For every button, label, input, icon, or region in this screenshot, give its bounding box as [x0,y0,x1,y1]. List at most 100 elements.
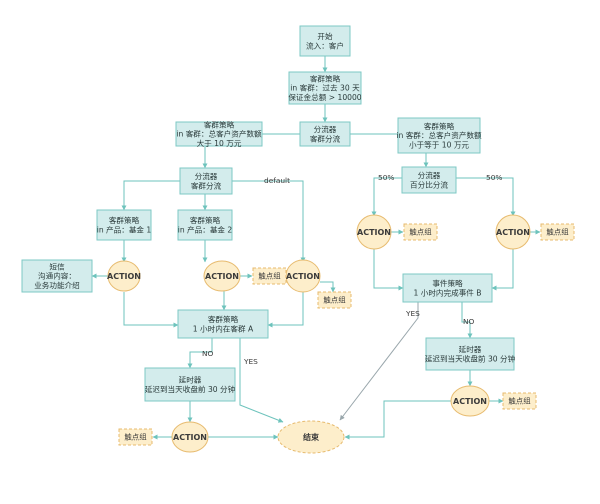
edge-fund1-action-to-event-a [123,292,179,328]
edge-action-pct-right-to-event-b [491,249,514,291]
edge-event-b-no [461,302,473,339]
action-fund1-circle [107,260,141,292]
start-line-2: 流入：客户 [306,40,344,50]
fund2-line-2: in 产品：基金 2 [178,224,233,234]
end-label: 结束 [303,432,320,442]
edge-action-delay-right-to-end [344,400,453,440]
action-fund1-label: ACTION [107,272,141,281]
segment-left-box [175,121,263,147]
action-pct-left-circle [356,214,392,250]
edge-label-yes-b: YES [405,309,420,318]
tag-pct-left[interactable]: 触点组 [403,223,438,241]
segment-left-line-1: 客群策略 [204,119,235,129]
event-b-line-2: 1 小时内完成事件 B [413,287,481,297]
tag-delay-left[interactable]: 触点组 [118,428,153,446]
edge-action-default-to-tag [320,281,336,293]
fund1-line-1: 客群策略 [109,215,140,225]
tag-fund2[interactable]: 触点组 [252,267,287,285]
action-delay-right-circle [450,385,490,417]
splitter-right-box [401,166,457,194]
fund2-line-1: 客群策略 [190,215,221,225]
action-delay-left-circle [171,421,209,453]
splitter-left-box [179,167,233,195]
segment-right-box [397,117,481,154]
edge-label-no-a: NO [202,349,214,358]
edge-label-default: default [264,176,290,185]
fund1-box [96,209,152,241]
tag-pct-right-box [540,223,575,241]
tag-delay-left-label: 触点组 [124,433,147,442]
tag-default-label: 触点组 [323,296,346,305]
splitter-right-line-2: 百分比分流 [410,179,448,189]
tag-pct-right[interactable]: 触点组 [540,223,575,241]
tag-default[interactable]: 触点组 [317,291,352,309]
action-delay-right-label: ACTION [453,397,487,406]
delay-left-box [144,367,236,402]
sms-line-1: 短信 [49,261,65,271]
action-pct-left-node[interactable]: ACTION [356,214,392,250]
action-fund1-node[interactable]: ACTION [107,260,141,292]
sms-line-3: 业务功能介绍 [34,280,80,290]
segment-main-box [288,71,362,105]
action-fund2-label: ACTION [205,272,239,281]
edge-label-pct-left: 50% [378,173,394,182]
sms-line-2: 沟通内容： [38,271,76,281]
event-a-line-1: 客群策略 [208,314,239,324]
action-pct-left-label: ACTION [357,228,391,237]
fund1-line-2: in 产品：基金 1 [97,224,152,234]
action-pct-right-circle [495,214,531,250]
edge-action-pct-left-to-event-b [373,249,404,291]
action-pct-right-node[interactable]: ACTION [495,214,531,250]
tag-delay-right[interactable]: 触点组 [502,392,537,410]
end-node[interactable]: 结束 [277,420,345,454]
tag-pct-left-box [403,223,438,241]
tag-fund2-label: 触点组 [258,272,281,281]
splitter-right-line-1: 分流器 [418,170,441,180]
action-default-node[interactable]: ACTION [285,259,321,293]
segment-right-line-2: in 客群：总客户资产数额 [396,130,482,140]
event-a-line-2: 1 小时内在客群 A [193,323,254,333]
splitter-left-line-1: 分流器 [195,171,218,181]
edge-left-splitter-default [232,180,306,263]
segment-right-line-1: 客群策略 [424,121,455,131]
action-fund2-node[interactable]: ACTION [203,260,241,292]
start-line-1: 开始 [317,31,333,41]
splitter-left-line-2: 客群分流 [191,180,222,190]
edge-event-a-yes [239,338,284,423]
delay-right-line-2: 延迟到当天收盘前 30 分钟 [425,353,516,363]
action-delay-left-label: ACTION [173,433,207,442]
tag-fund2-box [252,267,287,285]
segment-main-line-2: in 客群：过去 30 天 [290,83,360,93]
event-b-box [402,273,493,303]
segment-left-line-3: 大于 10 万元 [197,138,242,148]
action-delay-left-node[interactable]: ACTION [171,421,209,453]
segment-left-line-2: in 客群：总客户资产数额 [176,129,262,139]
sms-box [21,259,93,293]
event-a-box [177,309,269,339]
edge-label-pct-right: 50% [486,173,502,182]
edge-label-no-b: NO [463,317,475,326]
delay-right-line-1: 延时器 [459,344,482,354]
action-delay-right-node[interactable]: ACTION [450,385,490,417]
start-box [299,25,351,57]
edge-label-yes-a: YES [243,357,258,366]
segment-main-line-1: 客群策略 [310,73,341,83]
delay-left-line-2: 延迟到当天收盘前 30 分钟 [145,384,236,394]
edge-left-splitter-branches [121,180,180,211]
edge-pct-left [371,177,402,217]
